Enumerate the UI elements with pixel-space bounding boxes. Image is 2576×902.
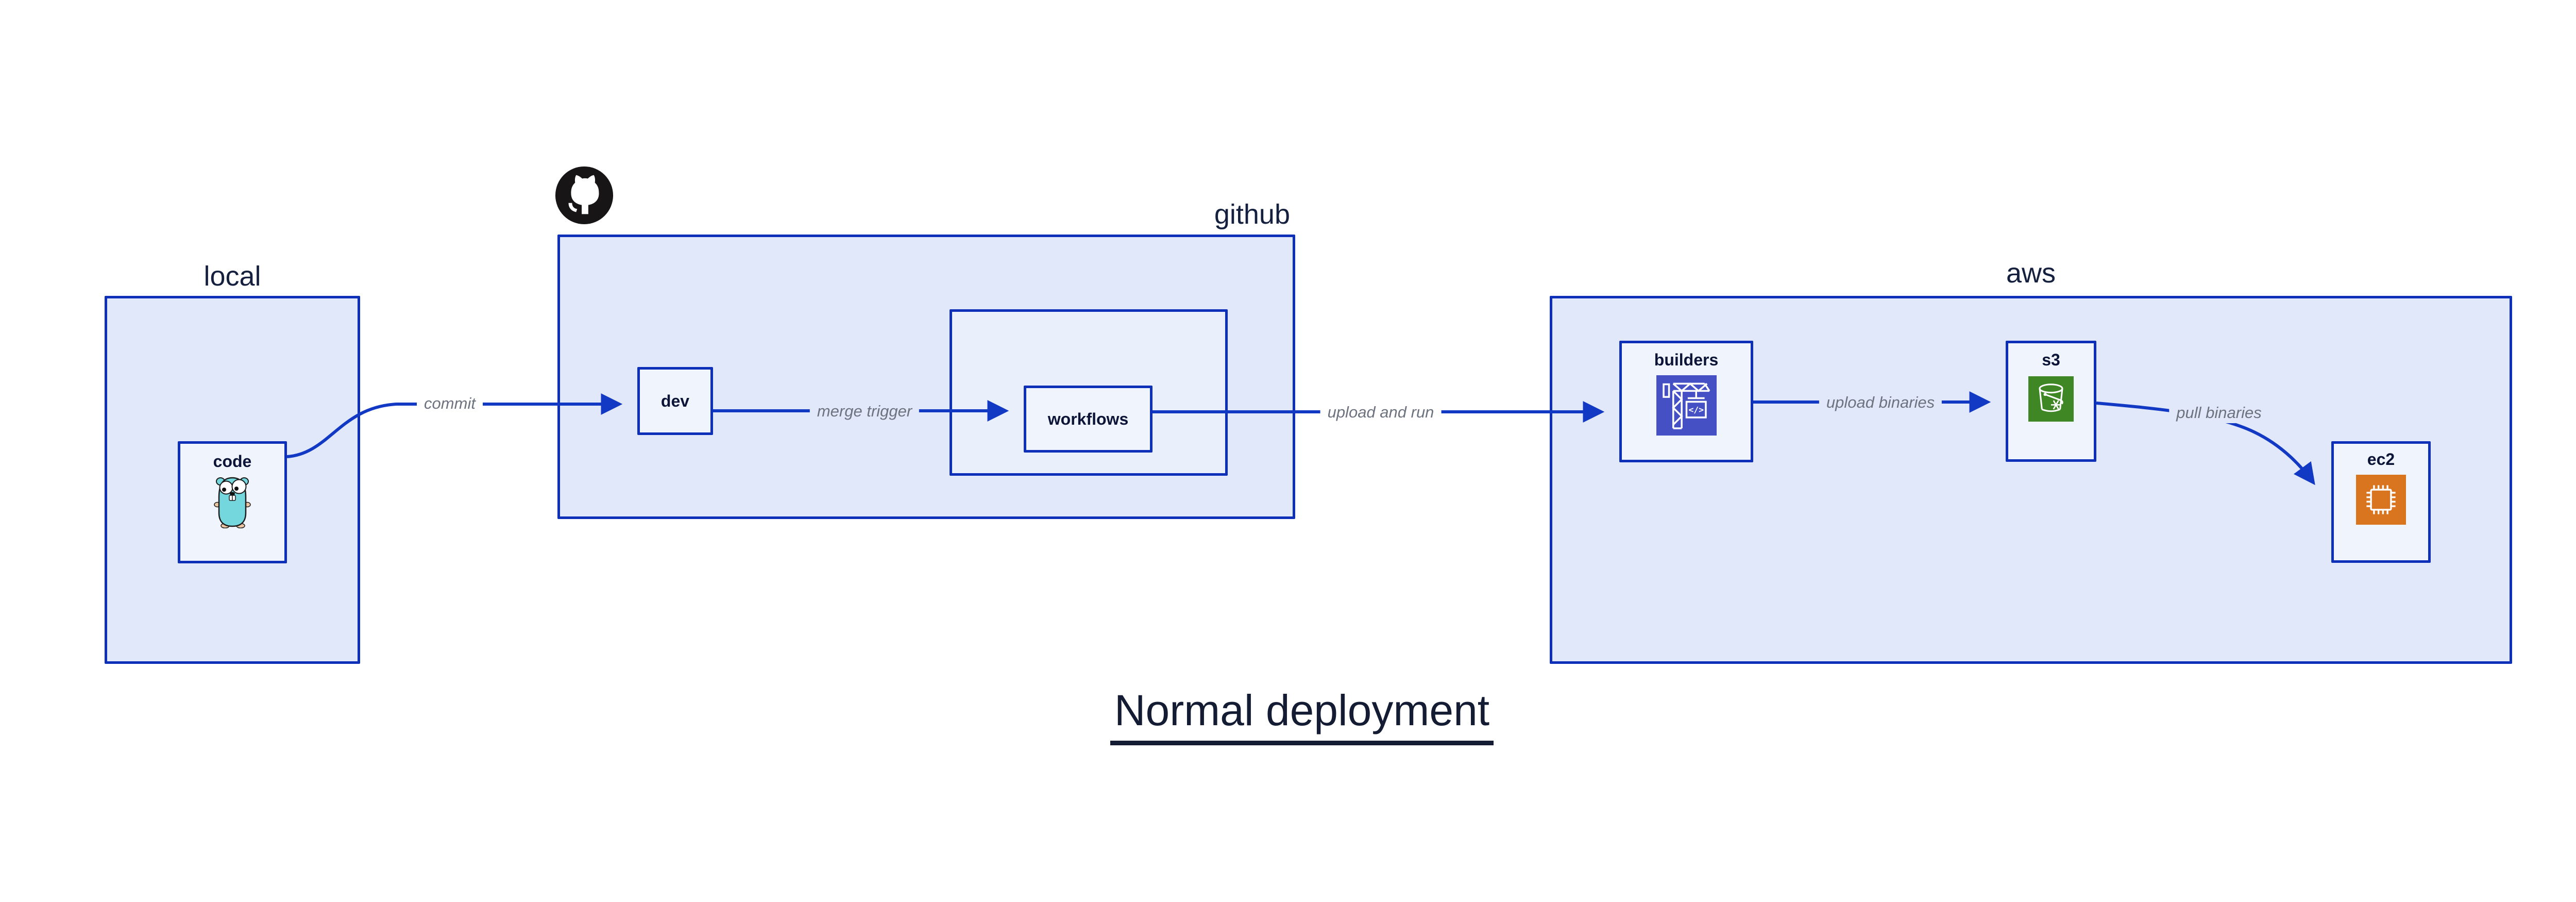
s3-node-label: s3 bbox=[2042, 350, 2060, 369]
edge-label-merge-trigger: merge trigger bbox=[809, 401, 920, 422]
builders-node-label: builders bbox=[1654, 350, 1719, 369]
edge-label-pull-binaries: pull binaries bbox=[2169, 403, 2269, 423]
code-node-label: code bbox=[213, 452, 252, 471]
go-gopher-icon bbox=[214, 477, 251, 528]
workflows-node: workflows bbox=[1024, 386, 1153, 453]
aws-s3-glacier-bucket-icon bbox=[2028, 376, 2074, 422]
code-node: code bbox=[178, 441, 287, 563]
edge-label-commit: commit bbox=[417, 393, 483, 414]
diagram-title: Normal deployment bbox=[1110, 686, 1494, 745]
s3-node: s3 bbox=[2006, 341, 2096, 462]
ec2-node: ec2 bbox=[2331, 441, 2431, 563]
aws-container-label: aws bbox=[2006, 258, 2056, 289]
workflows-node-label: workflows bbox=[1047, 410, 1129, 428]
dev-node: dev bbox=[637, 367, 713, 435]
github-container-label: github bbox=[1214, 199, 1290, 230]
github-octocat-icon bbox=[555, 166, 614, 225]
svg-text:</>: </> bbox=[1688, 405, 1704, 415]
builders-node: builders </> bbox=[1619, 341, 1753, 462]
edge-label-upload-binaries: upload binaries bbox=[1819, 392, 1942, 413]
local-container-label: local bbox=[204, 261, 261, 292]
diagram-title-wrap: Normal deployment bbox=[0, 686, 2576, 745]
aws-ec2-chip-icon bbox=[2356, 475, 2406, 525]
dev-node-label: dev bbox=[660, 392, 690, 410]
edge-label-upload-and-run: upload and run bbox=[1320, 402, 1442, 423]
aws-codebuild-crane-icon: </> bbox=[1656, 375, 1717, 436]
ec2-node-label: ec2 bbox=[2367, 450, 2395, 469]
